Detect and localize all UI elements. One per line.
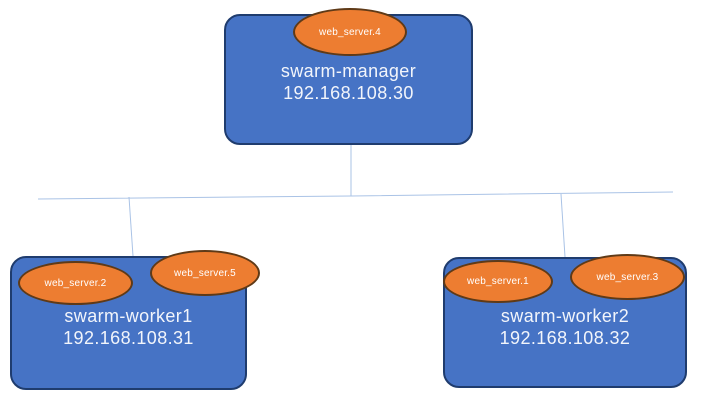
task-label: web_server.3 xyxy=(596,271,659,283)
task-ellipse-web-server-5: web_server.5 xyxy=(150,250,260,296)
node-ip: 192.168.108.32 xyxy=(499,328,631,348)
connector-worker1-drop xyxy=(128,196,134,257)
node-text: swarm-worker1 192.168.108.31 xyxy=(12,305,245,349)
task-label: web_server.5 xyxy=(174,267,236,279)
node-name: swarm-manager xyxy=(280,61,417,81)
node-name: swarm-worker2 xyxy=(500,306,630,326)
node-ip: 192.168.108.31 xyxy=(63,328,194,348)
task-label: web_server.4 xyxy=(319,26,381,38)
task-ellipse-web-server-3: web_server.3 xyxy=(570,254,685,300)
task-ellipse-web-server-1: web_server.1 xyxy=(443,260,553,303)
task-label: web_server.1 xyxy=(467,276,529,287)
connector-worker2-drop xyxy=(560,193,566,258)
task-label: web_server.2 xyxy=(44,277,107,289)
node-name: swarm-worker1 xyxy=(64,306,193,326)
node-text: swarm-worker2 192.168.108.32 xyxy=(445,305,685,349)
connector-rail xyxy=(37,191,674,200)
task-ellipse-web-server-2: web_server.2 xyxy=(18,261,133,305)
task-ellipse-web-server-4: web_server.4 xyxy=(293,8,407,56)
node-ip: 192.168.108.30 xyxy=(283,83,414,103)
node-text: swarm-manager 192.168.108.30 xyxy=(226,60,471,104)
